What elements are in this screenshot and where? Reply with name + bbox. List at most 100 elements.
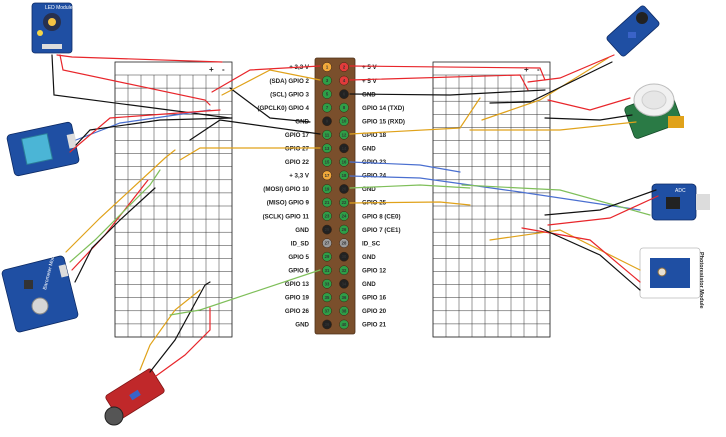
pin-17 <box>322 170 332 181</box>
pin-label: GPIO 5 <box>288 254 309 261</box>
pin-4 <box>339 75 349 86</box>
wire-pir-gnd <box>544 114 633 121</box>
wire-layer <box>51 54 659 377</box>
pin-29 <box>322 251 332 262</box>
pin-label: GPIO 13 <box>285 281 310 288</box>
pin-number: 34 <box>342 281 347 286</box>
pin-number: 30 <box>342 254 347 259</box>
pin-number: 4 <box>343 78 346 83</box>
wire-mic-gpio6 <box>169 269 321 316</box>
pin-number: 35 <box>325 295 330 300</box>
wire-adc-sda <box>461 184 651 216</box>
wire-led-ground <box>51 54 231 119</box>
adc-module: ADC <box>651 183 710 221</box>
right-rail-minus: - <box>537 65 540 74</box>
led-module-label: LED Module <box>45 5 73 11</box>
pin-37 <box>322 306 332 316</box>
wire-photo-ao <box>489 229 641 271</box>
pin-label: GPIO 15 (RXD) <box>362 118 405 125</box>
wire-gnd-right <box>349 89 546 96</box>
wire-mic-vcc <box>155 307 211 377</box>
wire-led-power <box>56 54 223 63</box>
wire-tilt-vcc <box>527 54 615 83</box>
pin-11 <box>322 129 332 140</box>
wire-gnd-20 <box>349 184 471 189</box>
pin-5 <box>322 89 332 99</box>
pin-label: GPIO 20 <box>362 308 387 315</box>
wire-mic-signal <box>139 289 201 371</box>
pin-label: GND <box>362 281 376 288</box>
pin-10 <box>339 116 349 127</box>
pin-1 <box>322 62 332 72</box>
adc-module-label: ADC <box>675 188 686 194</box>
pin-number: 6 <box>343 92 346 97</box>
pin-number: 37 <box>325 308 330 313</box>
led-module: LED Module <box>31 2 73 54</box>
pin-label: GPIO 21 <box>362 322 387 329</box>
left-rail-minus: - <box>222 65 225 74</box>
pin-number: 11 <box>325 132 330 137</box>
pin-28 <box>339 238 349 248</box>
pin-number: 29 <box>325 254 330 259</box>
pin-19 <box>322 184 332 194</box>
pin-label: (MOSI) GPIO 10 <box>263 186 309 193</box>
pir-motion-sensor <box>624 83 684 139</box>
wire-gpio25 <box>349 201 471 206</box>
pin-number: 18 <box>342 173 347 178</box>
pin-12 <box>339 129 349 140</box>
pin-number: 12 <box>342 132 347 137</box>
pin-label: GND <box>362 146 376 153</box>
pin-number: 36 <box>342 295 347 300</box>
pin-label: GPIO 22 <box>285 159 310 166</box>
pin-3 <box>322 75 332 86</box>
pin-label: GPIO 7 (CE1) <box>362 227 401 234</box>
pin-number: 8 <box>343 105 346 110</box>
pin-label: GPIO 27 <box>285 146 310 153</box>
pin-number: 20 <box>342 186 347 191</box>
pin-number: 25 <box>325 227 330 232</box>
pin-number: 32 <box>342 268 347 273</box>
pin-label: GPIO 6 <box>288 267 309 274</box>
pin-label: + 5 V <box>362 78 377 85</box>
pin-number: 2 <box>343 65 346 70</box>
pin-39 <box>322 319 332 330</box>
pin-31 <box>322 265 332 276</box>
wire-photo-vcc <box>521 227 641 283</box>
pin-number: 10 <box>342 119 347 124</box>
wire-sda <box>221 69 321 96</box>
pin-16 <box>339 157 349 167</box>
wire-baro-sda <box>69 169 161 263</box>
pin-number: 1 <box>326 65 329 70</box>
pin-number: 19 <box>325 186 330 191</box>
pin-number: 5 <box>326 92 329 97</box>
pin-13 <box>322 143 332 154</box>
pin-label: (MISO) GPIO 9 <box>267 200 310 207</box>
pin-label: GND <box>295 322 309 329</box>
pin-number: 40 <box>342 322 347 327</box>
wire-gpio23 <box>349 161 461 173</box>
pin-8 <box>339 102 349 113</box>
wire-led-signal <box>59 54 211 106</box>
pin-label: GPIO 16 <box>362 295 387 302</box>
wire-adc-gnd <box>544 189 657 216</box>
pin-number: 27 <box>325 241 330 246</box>
wire-adc-vcc <box>547 195 659 226</box>
wire-pir-vcc <box>547 97 631 111</box>
pin-35 <box>322 292 332 303</box>
pin-label: GND <box>362 186 376 193</box>
pin-32 <box>339 265 349 276</box>
pin-label: GND <box>295 118 309 125</box>
pin-label: GPIO 12 <box>362 267 387 274</box>
pin-18 <box>339 170 349 181</box>
pin-label: (SDA) GPIO 2 <box>269 78 309 85</box>
wire-baro-scl <box>65 149 176 253</box>
pin-number: 31 <box>325 268 330 273</box>
pin-label: GPIO 19 <box>285 295 310 302</box>
wire-gpio27 <box>179 147 321 161</box>
pin-15 <box>322 157 332 167</box>
pin-label: (SCL) GPIO 3 <box>270 91 309 98</box>
pin-20 <box>339 184 349 194</box>
wire-photo-gnd <box>539 227 641 291</box>
pin-number: 22 <box>342 200 347 205</box>
pin-2 <box>339 62 349 72</box>
